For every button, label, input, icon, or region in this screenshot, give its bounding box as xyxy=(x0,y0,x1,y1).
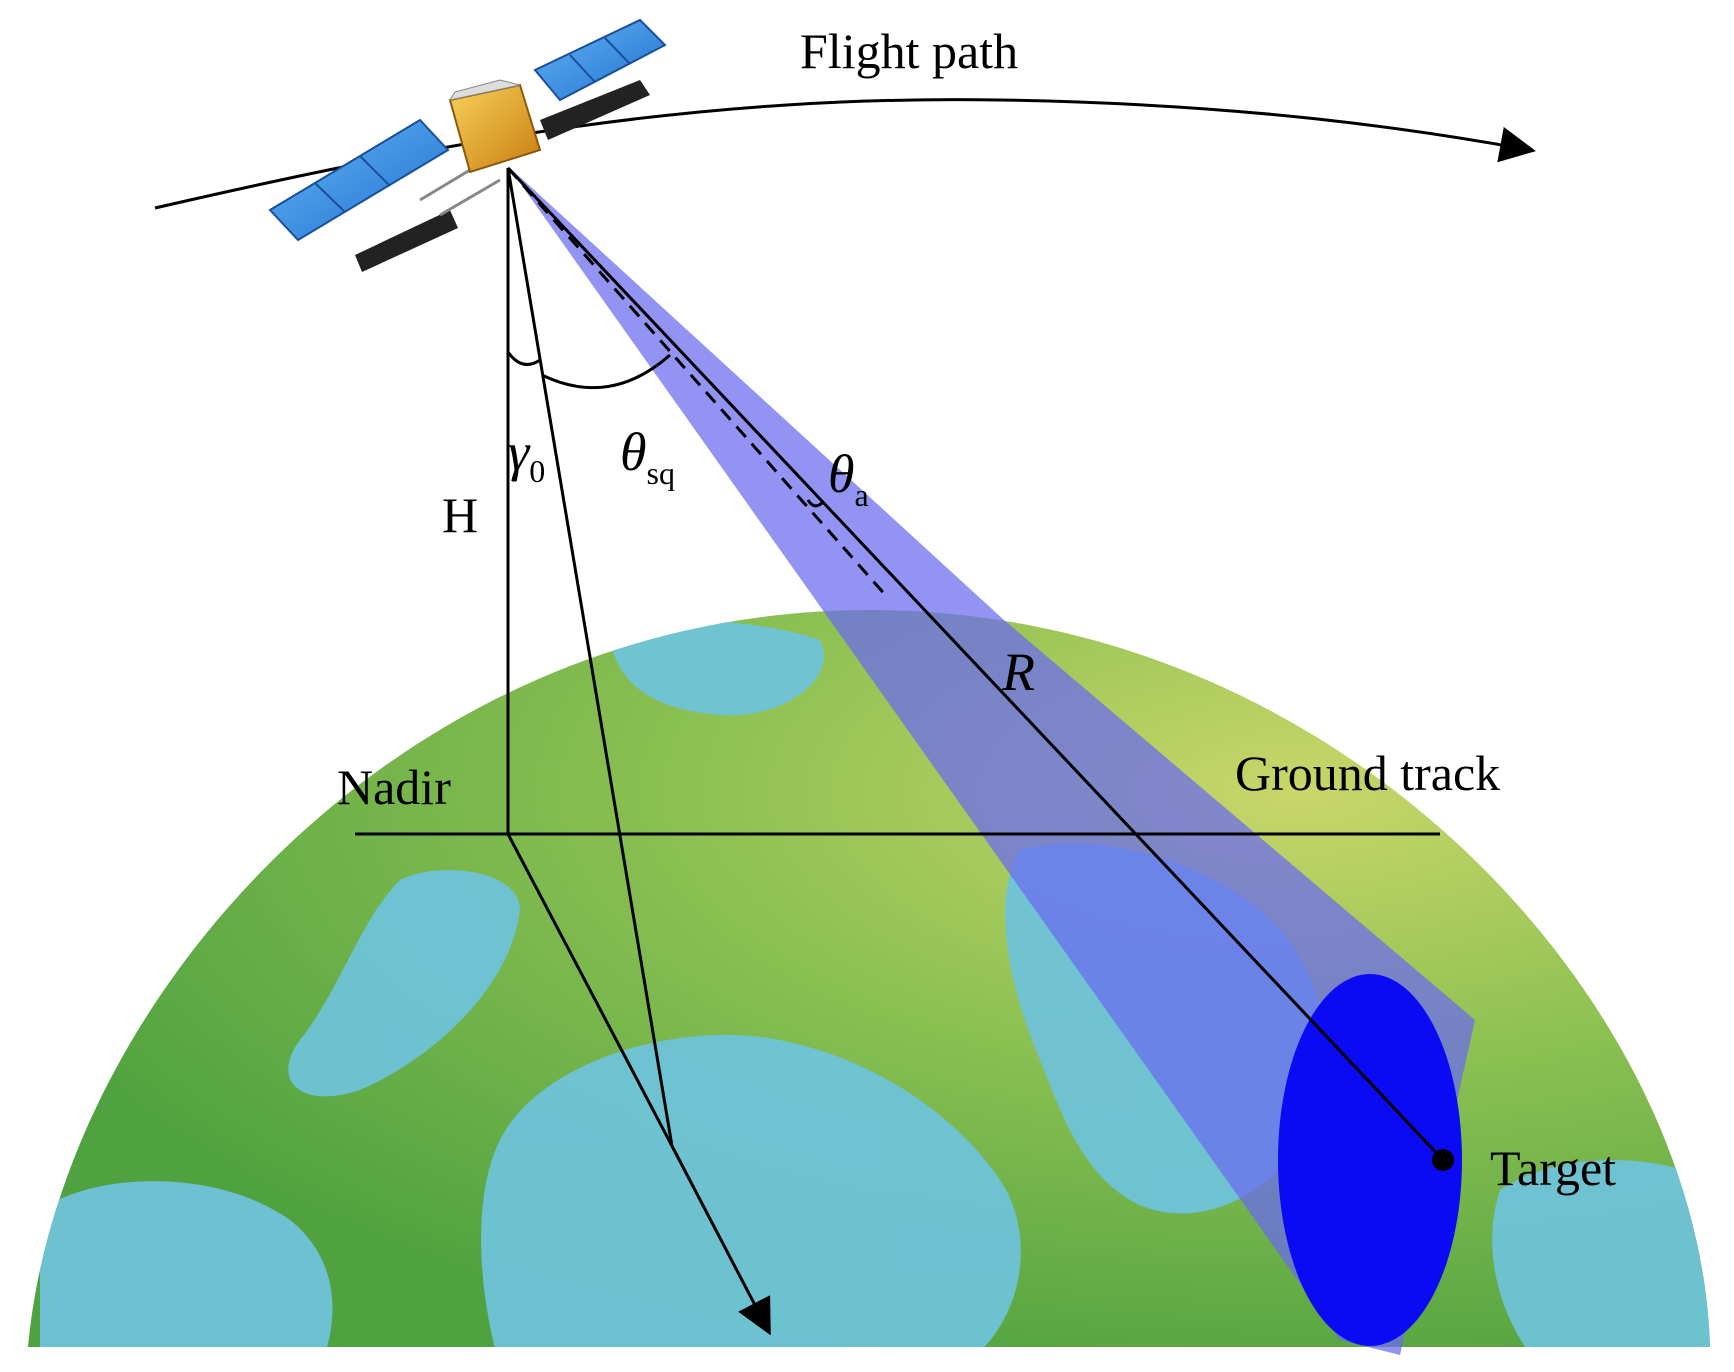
radar-beam xyxy=(508,166,1475,1355)
theta-sq-arc xyxy=(541,353,671,390)
height-label: H xyxy=(442,487,478,543)
slant-range-line xyxy=(506,166,1445,1162)
theta-a-arc xyxy=(806,499,823,508)
theta-a-symbol: θ xyxy=(828,444,855,504)
beam-center-dashed-line xyxy=(506,167,890,599)
target-label: Target xyxy=(1490,1140,1616,1196)
theta-sq-label: θsq xyxy=(620,422,675,491)
ground-track-label: Ground track xyxy=(1235,745,1500,801)
gamma0-symbol: γ xyxy=(508,422,531,482)
theta-a-label: θa xyxy=(828,444,869,513)
theta-sq-symbol: θ xyxy=(620,422,647,482)
beam-footprint xyxy=(1278,974,1462,1346)
range-label: R xyxy=(1001,642,1035,702)
satellite-icon xyxy=(268,18,667,272)
gamma0-subscript: 0 xyxy=(529,453,545,489)
nadir-label: Nadir xyxy=(337,759,451,815)
earth-globe xyxy=(28,610,1710,1347)
flight-path-label: Flight path xyxy=(800,23,1018,79)
gamma0-label: γ0 xyxy=(508,422,545,489)
ground-projection-arrow xyxy=(506,833,771,1336)
gamma0-arc xyxy=(506,351,541,366)
theta-a-subscript: a xyxy=(855,477,869,513)
target-point xyxy=(1432,1149,1454,1171)
look-angle-line xyxy=(506,167,674,1147)
theta-sq-subscript: sq xyxy=(647,455,675,491)
